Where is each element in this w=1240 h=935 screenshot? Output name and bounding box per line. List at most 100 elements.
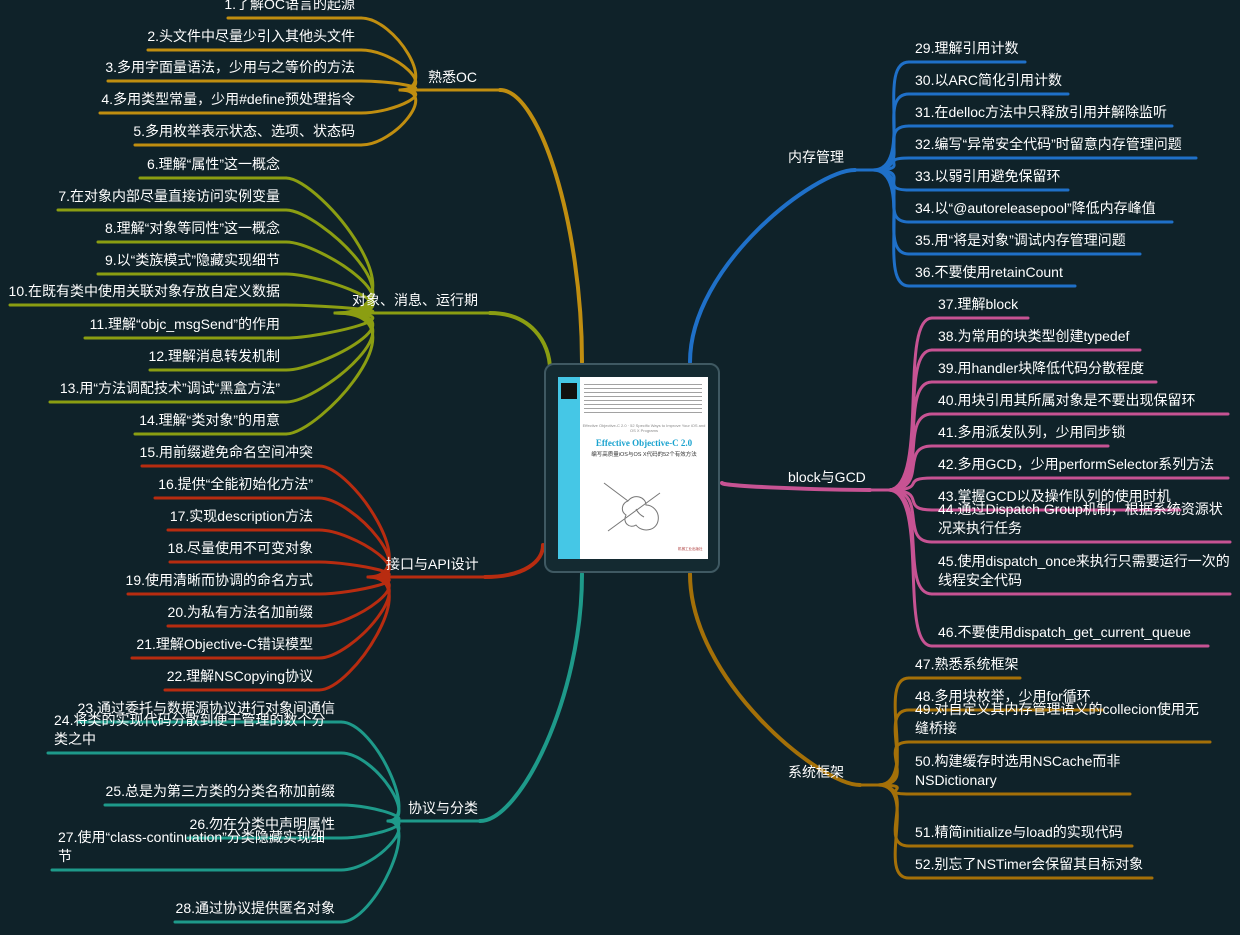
leaf-link-sys-6 <box>876 783 911 880</box>
branch-title-api[interactable]: 接口与API设计 <box>386 556 479 572</box>
branch-title-oc[interactable]: 熟悉OC <box>428 69 477 85</box>
leaf-gcd-2[interactable]: 38.为常用的块类型创建typedef <box>938 328 1130 344</box>
leaf-link-gcd-10 <box>886 488 934 648</box>
leaf-link-api-1 <box>317 464 391 579</box>
leaf-obj-6[interactable]: 11.理解“objc_msgSend”的作用 <box>89 316 280 332</box>
leaf-link-obj-7 <box>284 311 375 372</box>
leaf-api-2[interactable]: 16.提供“全能初始化方法” <box>158 476 313 492</box>
leaf-link-oc-4 <box>359 88 418 115</box>
leaf-obj-7[interactable]: 12.理解消息转发机制 <box>148 348 280 364</box>
branch-link-api <box>483 543 545 579</box>
leaf-proto-1[interactable]: 23.通过委托与数据源协议进行对象间通信 <box>77 700 335 716</box>
leaf-gcd-9[interactable]: 45.使用dispatch_once来执行只需要运行一次的线程安全代码 <box>938 553 1230 588</box>
leaf-oc-4[interactable]: 4.多用类型常量，少用#define预处理指令 <box>101 91 355 107</box>
leaf-mem-8[interactable]: 36.不要使用retainCount <box>915 264 1063 280</box>
leaf-link-oc-3 <box>359 79 418 92</box>
branch-link-gcd <box>720 481 872 492</box>
leaf-api-3[interactable]: 17.实现description方法 <box>169 508 313 524</box>
publisher-logo-icon <box>561 383 577 399</box>
leaf-link-proto-3 <box>339 803 401 823</box>
leaf-oc-2[interactable]: 2.头文件中尽量少引入其他头文件 <box>147 28 355 44</box>
leaf-obj-1[interactable]: 6.理解“属性”这一概念 <box>147 156 280 172</box>
leaf-api-8[interactable]: 22.理解NSCopying协议 <box>166 668 313 684</box>
leaf-gcd-10[interactable]: 46.不要使用dispatch_get_current_queue <box>938 624 1191 640</box>
cover-blurb-text <box>584 384 702 414</box>
branch-link-mem <box>688 168 857 364</box>
leaf-sys-4[interactable]: 50.构建缓存时选用NSCache而非NSDictionary <box>915 753 1121 788</box>
leaf-link-sys-1 <box>876 676 911 787</box>
leaf-gcd-3[interactable]: 39.用handler块降低代码分散程度 <box>938 360 1145 376</box>
leaf-gcd-5[interactable]: 41.多用派发队列，少用同步锁 <box>938 424 1126 440</box>
leaf-link-obj-1 <box>284 176 375 315</box>
leaf-link-mem-1 <box>871 60 911 172</box>
leaf-obj-8[interactable]: 13.用“方法调配技术”调试“黑盒方法” <box>59 380 280 396</box>
leaf-mem-6[interactable]: 34.以“@autoreleasepool”降低内存峰值 <box>915 200 1156 216</box>
leaf-link-mem-6 <box>871 168 911 224</box>
cover-publisher: 机械工业出版社 <box>678 547 703 551</box>
leaf-api-1[interactable]: 15.用前缀避免命名空间冲突 <box>139 444 313 460</box>
leaf-link-oc-5 <box>359 88 418 147</box>
leaf-sys-2[interactable]: 48.多用块枚举，少用for循环 <box>915 688 1091 704</box>
branch-title-sys[interactable]: 系统框架 <box>788 764 844 780</box>
leaf-sys-6[interactable]: 52.别忘了NSTimer会保留其目标对象 <box>915 856 1144 872</box>
leaf-obj-5[interactable]: 10.在既有类中使用关联对象存放自定义数据 <box>8 283 280 299</box>
leaf-obj-9[interactable]: 14.理解“类对象”的用意 <box>139 412 280 428</box>
leaf-link-proto-6 <box>339 819 401 924</box>
leaf-gcd-1[interactable]: 37.理解block <box>938 296 1019 312</box>
cover-spine <box>558 377 580 559</box>
book-cover-image: Effective Objective-C 2.0 · 52 Specific … <box>558 377 708 559</box>
leaf-proto-5[interactable]: 27.使用“class-continuation”分类隐藏实现细节 <box>58 829 325 864</box>
central-book-node[interactable]: Effective Objective-C 2.0 · 52 Specific … <box>544 363 720 573</box>
leaf-gcd-4[interactable]: 40.用块引用其所属对象是不要出现保留环 <box>938 392 1196 408</box>
cover-subtitle-en: Effective Objective-C 2.0 · 52 Specific … <box>582 423 706 433</box>
branch-link-oc <box>498 88 584 364</box>
leaf-link-api-2 <box>317 496 391 579</box>
leaf-proto-6[interactable]: 28.通过协议提供匿名对象 <box>175 900 335 916</box>
leaf-link-mem-8 <box>871 168 911 288</box>
leaf-proto-2[interactable]: 24.将类的实现代码分散到便于管理的数个分类之中 <box>54 712 326 747</box>
leaf-sys-5[interactable]: 51.精简initialize与load的实现代码 <box>915 824 1123 840</box>
leaf-api-6[interactable]: 20.为私有方法名加前缀 <box>167 604 313 620</box>
leaf-obj-2[interactable]: 7.在对象内部尽量直接访问实例变量 <box>58 188 280 204</box>
branch-title-gcd[interactable]: block与GCD <box>788 469 866 485</box>
leaf-gcd-6[interactable]: 42.多用GCD，少用performSelector系列方法 <box>938 456 1215 472</box>
leaf-sys-1[interactable]: 47.熟悉系统框架 <box>915 656 1019 672</box>
leaf-link-mem-3 <box>871 124 911 172</box>
leaf-proto-3[interactable]: 25.总是为第三方类的分类名称加前缀 <box>105 783 335 799</box>
leaf-api-7[interactable]: 21.理解Objective-C错误模型 <box>136 636 313 652</box>
leaf-mem-2[interactable]: 30.以ARC简化引用计数 <box>915 72 1063 88</box>
leaf-mem-3[interactable]: 31.在delloc方法中只释放引用并解除监听 <box>915 104 1168 120</box>
leaf-oc-1[interactable]: 1.了解OC语言的起源 <box>224 0 355 12</box>
leaf-link-oc-1 <box>359 16 418 92</box>
leaf-obj-3[interactable]: 8.理解“对象等同性”这一概念 <box>105 220 280 236</box>
leaf-oc-3[interactable]: 3.多用字面量语法，少用与之等价的方法 <box>105 59 355 75</box>
leaf-api-5[interactable]: 19.使用清晰而协调的命名方式 <box>125 572 313 588</box>
cover-subtitle-cn: 编写高质量iOS与OS X代码的52个有效方法 <box>591 452 697 458</box>
branch-link-proto <box>478 572 584 823</box>
leaf-mem-7[interactable]: 35.用“将是对象”调试内存管理问题 <box>915 232 1126 248</box>
leaf-link-sys-3 <box>876 740 911 787</box>
leaf-link-api-8 <box>317 575 391 692</box>
leaf-link-proto-4 <box>339 819 401 840</box>
leaf-api-4[interactable]: 18.尽量使用不可变对象 <box>167 540 313 556</box>
cover-title: Effective Objective-C 2.0 <box>595 438 693 448</box>
branch-link-obj <box>488 311 552 372</box>
leaf-link-obj-9 <box>284 311 375 436</box>
violin-illustration-icon <box>603 482 661 532</box>
leaf-link-proto-2 <box>339 751 401 823</box>
leaf-gcd-7[interactable]: 43.掌握GCD以及操作队列的使用时机 <box>938 488 1171 504</box>
leaf-gcd-8[interactable]: 44.通过Dispatch Group机制，根据系统资源状况来执行任务 <box>938 501 1223 536</box>
branch-title-proto[interactable]: 协议与分类 <box>408 800 478 816</box>
leaf-sys-3[interactable]: 49.对自定义其内存管理语义的collecion使用无缝桥接 <box>915 701 1199 736</box>
leaf-link-api-3 <box>317 528 391 579</box>
leaf-proto-4[interactable]: 26.勿在分类中声明属性 <box>189 816 335 832</box>
leaf-oc-5[interactable]: 5.多用枚举表示状态、选项、状态码 <box>133 123 355 139</box>
leaf-obj-4[interactable]: 9.以“类族模式”隐藏实现细节 <box>105 252 280 268</box>
leaf-mem-4[interactable]: 32.编写“异常安全代码”时留意内存管理问题 <box>915 136 1182 152</box>
branch-title-mem[interactable]: 内存管理 <box>788 149 844 165</box>
leaf-mem-1[interactable]: 29.理解引用计数 <box>915 40 1019 56</box>
branch-link-sys <box>688 572 862 787</box>
leaf-mem-5[interactable]: 33.以弱引用避免保留环 <box>915 168 1061 184</box>
branch-title-obj[interactable]: 对象、消息、运行期 <box>352 292 478 308</box>
